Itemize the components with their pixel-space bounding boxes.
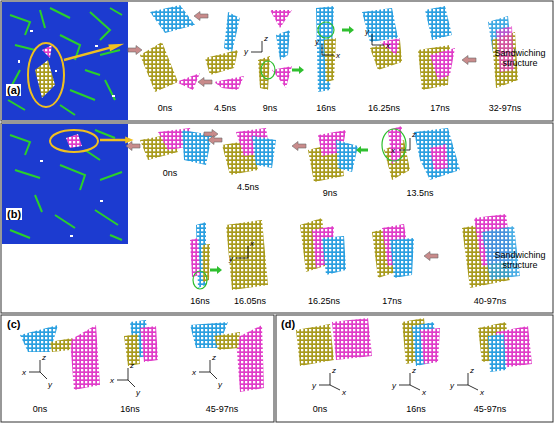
axis-label: z	[130, 361, 134, 370]
time-label: 17ns	[382, 296, 402, 306]
axis-label: y	[312, 381, 316, 390]
axis-label: z	[412, 130, 416, 139]
panel-label: (d)	[280, 318, 296, 330]
axis-label: x	[336, 51, 340, 60]
panel-label: (a)	[6, 84, 21, 96]
axis-label: x	[422, 388, 426, 397]
time-label: 16ns	[406, 404, 426, 414]
panel-label: (b)	[6, 208, 22, 220]
axis-label: z	[412, 366, 416, 375]
time-label: 16ns	[316, 103, 336, 113]
axis-label: x	[110, 376, 114, 385]
axis-label: y	[218, 380, 222, 389]
structure-note: Sandwiching structure	[489, 250, 551, 270]
time-label: 40-97ns	[474, 296, 507, 306]
axis-label: z	[332, 366, 336, 375]
time-label: 4.5ns	[237, 182, 259, 192]
axis-label: y	[450, 381, 454, 390]
panel-label: (c)	[6, 318, 21, 330]
time-label: 16.25ns	[308, 296, 340, 306]
time-label: 13.5ns	[406, 188, 433, 198]
time-label: 0ns	[163, 168, 178, 178]
axis-label: x	[342, 388, 346, 397]
time-label: 17ns	[430, 103, 450, 113]
time-label: 0ns	[313, 404, 328, 414]
time-label: 16ns	[190, 296, 210, 306]
axis-label: x	[386, 41, 390, 50]
axis-label: z	[470, 366, 474, 375]
axis-label: y	[315, 37, 319, 46]
time-label: 32-97ns	[489, 103, 522, 113]
axis-label: x	[192, 368, 196, 377]
axis-label: x	[391, 146, 395, 155]
time-label: 45-97ns	[206, 404, 239, 414]
axis-label: z	[42, 353, 46, 362]
axis-label: y	[392, 381, 396, 390]
axis-label: y	[48, 380, 52, 389]
axis-label: x	[22, 368, 26, 377]
time-label: 16.05ns	[234, 296, 266, 306]
axis-label: y	[365, 27, 369, 36]
time-label: 16.25ns	[368, 103, 400, 113]
axis-label: y	[136, 388, 140, 397]
time-label: 0ns	[158, 103, 173, 113]
axis-label: x	[480, 388, 484, 397]
axis-label: x	[250, 239, 254, 248]
structure-note: Sandwiching structure	[489, 48, 551, 68]
time-label: 4.5ns	[214, 103, 236, 113]
axis-label: y	[229, 254, 233, 263]
axis-label: z	[264, 34, 268, 43]
time-label: 45-97ns	[474, 404, 507, 414]
time-label: 16ns	[120, 404, 140, 414]
time-label: 9ns	[263, 103, 278, 113]
time-label: 0ns	[33, 404, 48, 414]
time-label: 9ns	[323, 188, 338, 198]
axis-label: y	[244, 47, 248, 56]
axis-label: z	[212, 353, 216, 362]
